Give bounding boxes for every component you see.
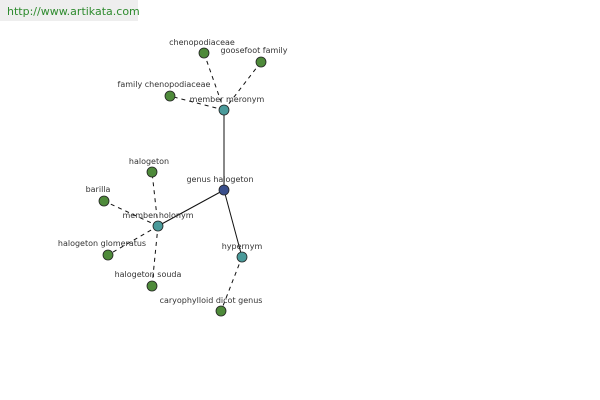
node-caryophylloid-dicot-genus[interactable] [215, 305, 227, 317]
edge-member-meronym-to-family-chenopodiaceae [169, 95, 225, 111]
node-genus-halogeton[interactable] [218, 184, 230, 196]
label-caryophylloid-dicot-genus[interactable]: caryophylloid dicot genus [160, 296, 263, 305]
node-member-holonym[interactable] [152, 220, 164, 232]
label-barilla[interactable]: barilla [86, 185, 111, 194]
edge-genus-halogeton-to-member-holonym [157, 189, 225, 227]
label-halogeton-glomeratus[interactable]: halogeton glomeratus [58, 239, 146, 248]
node-chenopodiaceae[interactable] [198, 47, 210, 59]
site-url-link[interactable]: http://www.artikata.com [7, 5, 140, 18]
node-barilla[interactable] [98, 195, 110, 207]
node-goosefoot-family[interactable] [255, 56, 267, 68]
node-halogeton-glomeratus[interactable] [102, 249, 114, 261]
edge-member-holonym-to-halogeton-souda [151, 225, 159, 287]
node-hypernym[interactable] [236, 251, 248, 263]
node-family-chenopodiaceae[interactable] [164, 90, 176, 102]
label-halogeton-souda[interactable]: halogeton souda [115, 270, 182, 279]
edge-hypernym-to-caryophylloid-dicot-genus [220, 256, 243, 312]
edge-member-holonym-to-halogeton [151, 171, 159, 227]
node-halogeton[interactable] [146, 166, 158, 178]
label-genus-halogeton[interactable]: genus halogeton [186, 175, 253, 184]
label-goosefoot-family[interactable]: goosefoot family [221, 46, 288, 55]
edge-member-meronym-to-goosefoot-family [223, 61, 262, 111]
graph-edges [103, 52, 262, 312]
edge-member-meronym-to-chenopodiaceae [203, 52, 225, 111]
label-family-chenopodiaceae[interactable]: family chenopodiaceae [118, 80, 211, 89]
node-member-meronym[interactable] [218, 104, 230, 116]
label-chenopodiaceae[interactable]: chenopodiaceae [169, 38, 235, 47]
edge-member-holonym-to-halogeton-glomeratus [107, 225, 159, 256]
graph-nodes [98, 47, 267, 317]
edge-member-holonym-to-barilla [103, 200, 159, 227]
graph-labels: genus halogeton member meronym member holo… [58, 38, 288, 305]
label-member-holonym[interactable]: member holonym [122, 211, 193, 220]
label-member-meronym[interactable]: member meronym [190, 95, 265, 104]
label-hypernym[interactable]: hypernym [222, 242, 263, 251]
label-halogeton[interactable]: halogeton [129, 157, 169, 166]
url-banner: http://www.artikata.com [0, 0, 140, 21]
node-halogeton-souda[interactable] [146, 280, 158, 292]
edge-genus-halogeton-to-hypernym [223, 189, 243, 258]
